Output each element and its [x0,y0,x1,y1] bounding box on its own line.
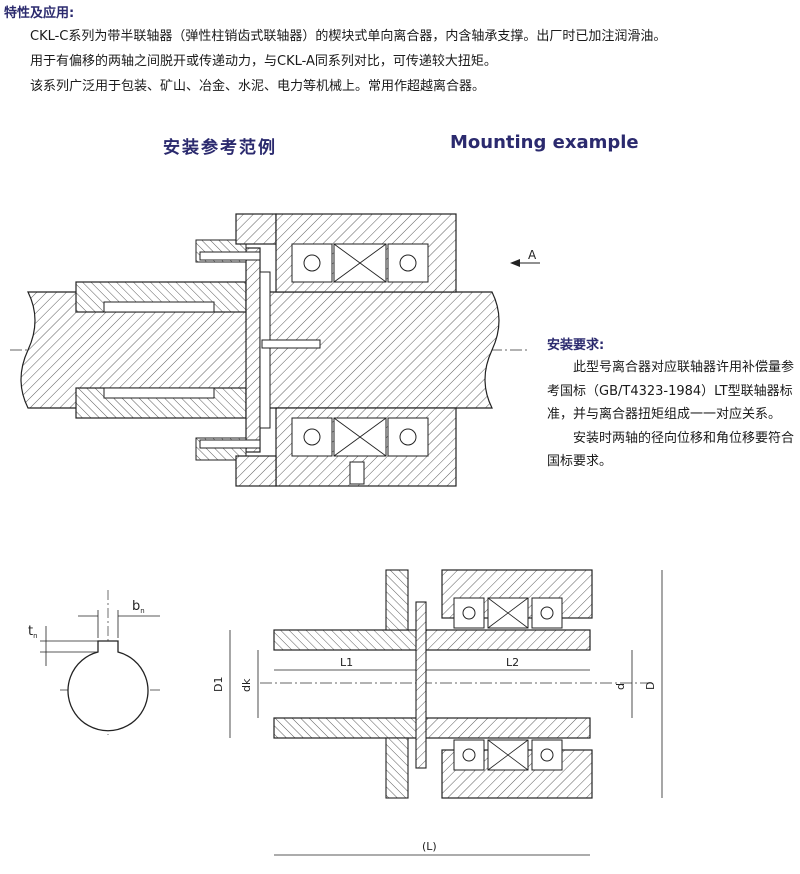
dk-label: dk [240,678,253,692]
mounting-title-cn: 安装参考范例 [163,138,277,158]
tn-label: tn [28,624,38,640]
d1-label: D1 [212,677,225,692]
requirements-text: 此型号离合器对应联轴器许用补偿量参考国标（GB/T4323-1984）LT型联轴… [547,356,797,474]
keyway-shaft [67,640,149,732]
bn-label: bn [132,599,145,615]
right-shaft [261,291,500,409]
section-heading: 特性及应用: [4,6,75,21]
intro-line-3: 该系列广泛用于包装、矿山、冶金、水泥、电力等机械上。常用作超越离合器。 [30,79,486,94]
direction-arrow: A [510,248,540,267]
keyway-diagram: bn tn [28,590,160,735]
arrow-label: A [528,248,537,262]
requirements-para-2: 安装时两轴的径向位移和角位移要符合国标要求。 [547,430,795,470]
dimension-drawing: L1 L2 D1 dk d D (L) [212,569,663,856]
intro-line-1: CKL-C系列为带半联轴器（弹性柱销齿式联轴器）的楔块式单向离合器，内含轴承支撑… [30,29,667,44]
clutch-body [235,213,457,487]
requirements-para-1: 此型号离合器对应联轴器许用补偿量参考国标（GB/T4323-1984）LT型联轴… [547,360,795,422]
big-d-label: D [644,682,657,690]
bolts [199,251,365,485]
mounting-drawing: A [10,213,540,487]
l1-label: L1 [340,656,353,669]
mounting-title-en: Mounting example [450,132,639,153]
intro-line-2: 用于有偏移的两轴之间脱开或传递动力，与CKL-A同系列对比，可传递较大扭矩。 [30,54,497,69]
left-shaft [20,291,263,409]
d-label: d [614,683,627,690]
l2-label: L2 [506,656,519,669]
requirements-title: 安装要求: [547,338,605,353]
intro-text: CKL-C系列为带半联轴器（弹性柱销齿式联轴器）的楔块式单向离合器，内含轴承支撑… [30,24,666,99]
total-length-label: (L) [422,840,437,853]
